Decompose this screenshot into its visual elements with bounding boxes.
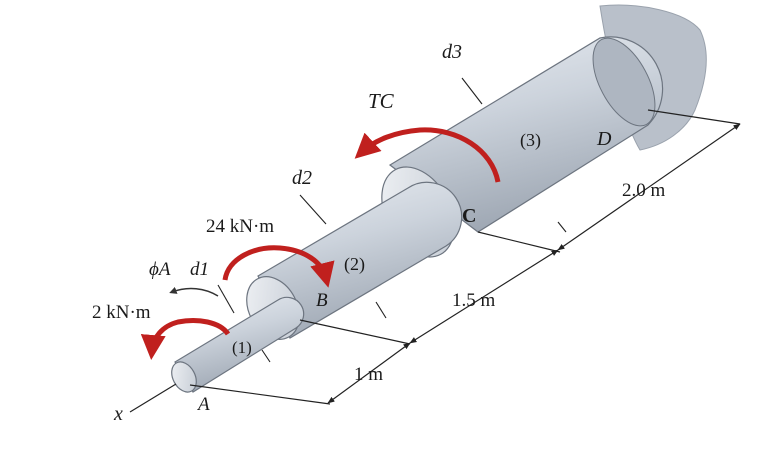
phi-a-arrow: [169, 286, 219, 297]
label-point-b: B: [316, 290, 328, 311]
x-axis-line: [129, 383, 177, 413]
label-point-c: C: [462, 205, 476, 227]
label-phi-a: ϕA: [149, 259, 171, 280]
d2-tick: [375, 301, 387, 319]
dim-line-2m: [557, 123, 741, 251]
d3-leader: [461, 77, 483, 105]
shaft-segment-1: [171, 296, 305, 393]
d1-tick: [261, 349, 271, 363]
torque-arrow-tc: [354, 127, 501, 183]
label-len-2m: 2.0 m: [622, 180, 666, 201]
label-point-d: D: [596, 128, 612, 150]
label-torque-24: 24 kN·m: [206, 216, 274, 237]
d1-leader: [217, 284, 235, 314]
label-len-1-5m: 1.5 m: [452, 290, 496, 311]
label-seg-2: (2): [344, 254, 365, 275]
label-d1: d1: [190, 259, 209, 280]
torque-arrow-2: [140, 318, 231, 360]
dim-ext-a: [189, 384, 331, 405]
label-d3: d3: [442, 41, 462, 63]
torque-arrow-24: [222, 245, 335, 288]
label-tc: TC: [368, 89, 395, 113]
label-d2: d2: [292, 167, 312, 189]
dim-line-1-5m: [409, 249, 559, 344]
dim-ext-b: [299, 319, 411, 345]
label-point-a: A: [196, 394, 210, 415]
d3-tick: [557, 221, 567, 233]
label-seg-3: (3): [520, 130, 541, 151]
label-torque-2: 2 kN·m: [92, 302, 151, 323]
dim-ext-d: [647, 109, 741, 125]
dim-ext-c: [477, 231, 561, 253]
dim-line-1m: [327, 342, 411, 404]
label-len-1m: 1 m: [354, 364, 383, 385]
label-x-axis: x: [113, 403, 123, 425]
d2-leader: [299, 194, 327, 225]
label-seg-1: (1): [232, 338, 252, 357]
